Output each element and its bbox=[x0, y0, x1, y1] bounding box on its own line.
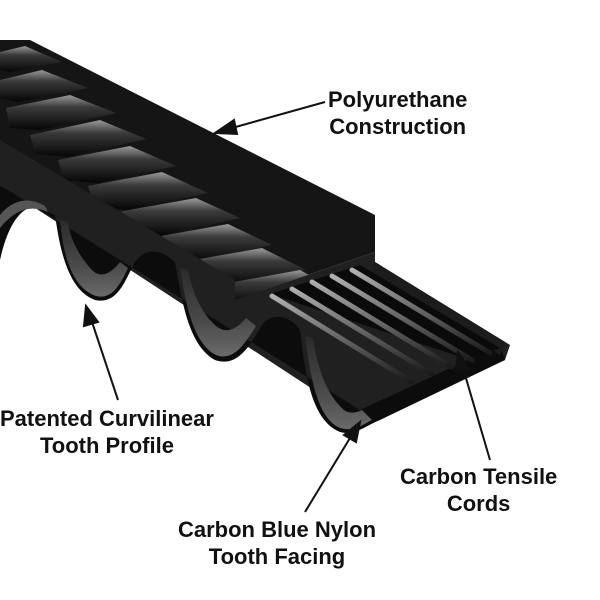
arrow-tooth-profile bbox=[82, 303, 100, 328]
label-nylon-facing-line1: Carbon Blue Nylon bbox=[178, 517, 377, 542]
arrow-tensile-cords bbox=[454, 349, 472, 374]
label-tooth-profile: Patented Curvilinear Tooth Profile bbox=[0, 405, 214, 459]
label-tooth-profile-line1: Patented Curvilinear bbox=[0, 406, 214, 431]
tooth-face-2 bbox=[180, 268, 256, 357]
leader-tensile-cords bbox=[462, 367, 491, 461]
arrow-nylon-facing bbox=[342, 419, 362, 444]
leader-lines bbox=[82, 101, 491, 513]
tooth-face-3 bbox=[305, 336, 372, 430]
label-tooth-profile-line2: Tooth Profile bbox=[39, 433, 174, 458]
belt-teeth bbox=[0, 185, 505, 433]
leader-tooth-profile bbox=[91, 321, 119, 401]
label-polyurethane-construction: Polyurethane Construction bbox=[328, 86, 467, 140]
label-nylon-facing: Carbon Blue Nylon Tooth Facing bbox=[178, 516, 376, 570]
leader-polyurethane bbox=[231, 101, 326, 129]
label-tensile-cords: Carbon Tensile Cords bbox=[400, 463, 557, 517]
label-nylon-facing-line2: Tooth Facing bbox=[208, 544, 346, 569]
belt-cut-end bbox=[269, 262, 505, 385]
leader-nylon-facing bbox=[304, 437, 351, 513]
belt-side-face bbox=[0, 140, 510, 420]
label-polyurethane-line2: Construction bbox=[329, 114, 467, 139]
label-tensile-cords-line2: Cords bbox=[446, 491, 511, 516]
tooth-face-1 bbox=[60, 220, 128, 297]
label-polyurethane-line1: Polyurethane bbox=[328, 87, 468, 112]
arrow-polyurethane bbox=[211, 118, 239, 136]
label-tensile-cords-line1: Carbon Tensile bbox=[400, 464, 558, 489]
tensile-cords bbox=[269, 265, 500, 385]
